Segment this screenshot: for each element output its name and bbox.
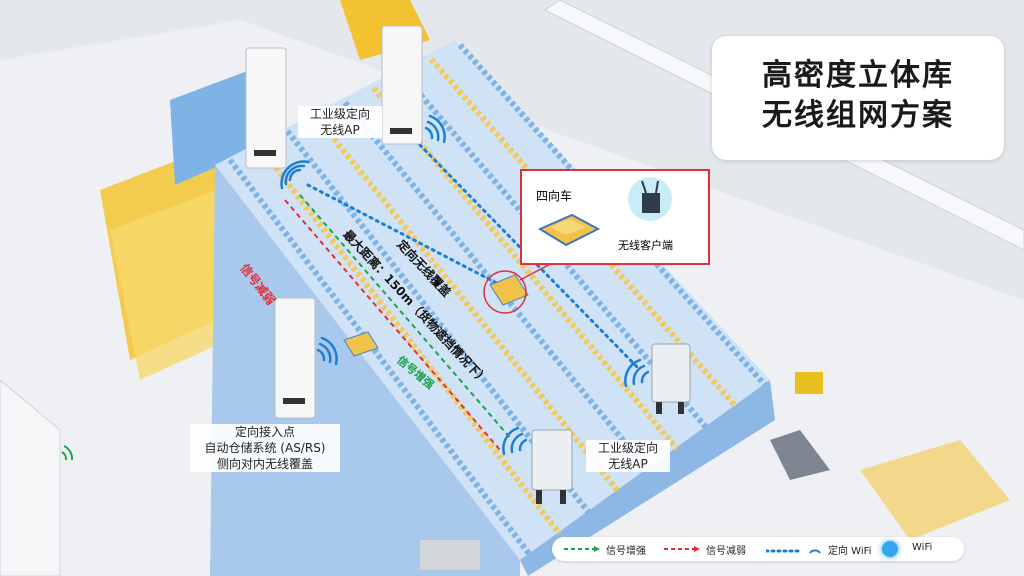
vehicle-callout: 四向车 无线客户端 [520, 169, 710, 265]
signal-weak-line [284, 199, 501, 451]
shuttle-vehicle-icon [343, 331, 379, 357]
vehicle-highlight-circle [483, 270, 527, 314]
access-point-label-line3: 侧向对内无线覆盖 [216, 457, 313, 471]
legend-weak: 信号减弱 [706, 546, 746, 557]
legend-strong: 信号增强 [606, 546, 646, 557]
wifi-icon [624, 358, 650, 388]
ap-label-top-line2: 无线AP [320, 123, 360, 137]
rack-row [457, 42, 768, 388]
ap-label-top: 工业级定向 无线AP [298, 106, 382, 138]
ap-label-bottom-line1: 工业级定向 [597, 441, 658, 455]
legend-directional: 定向 WiFi [828, 546, 872, 557]
agv-right [795, 372, 823, 394]
router-icon [641, 180, 660, 213]
legend-directional-swatch [766, 549, 821, 554]
legend-weak-swatch [664, 546, 700, 552]
title-line-2: 无线组网方案 [762, 98, 954, 133]
shuttle-vehicle-icon [537, 213, 601, 247]
rack-row [285, 129, 592, 515]
ap-panel-icon [245, 47, 287, 169]
ap-label-bottom: 工业级定向 无线AP [586, 440, 670, 472]
client-label: 无线客户端 [618, 239, 673, 252]
legend-strong-swatch [564, 546, 600, 552]
access-point-label-line2: 自动仓储系统 (AS/RS) [204, 441, 326, 455]
wifi-icon [424, 114, 446, 144]
ap-box-icon [531, 429, 573, 504]
rack-row [371, 86, 680, 451]
legend-wifi-swatch [882, 541, 898, 557]
ap-label-bottom-line2: 无线AP [608, 457, 648, 471]
legend: 信号增强 信号减弱 定向 WiFi WiFi [552, 537, 964, 561]
floor-box [420, 540, 480, 570]
rack-row [342, 100, 650, 472]
title-card: 高密度立体库 无线组网方案 [712, 36, 1004, 160]
legend-wifi: WiFi [912, 542, 933, 553]
rack-row [313, 114, 621, 494]
access-point-label-line1: 定向接入点 [234, 425, 295, 439]
wifi-icon [280, 160, 310, 190]
robot-arm [770, 430, 830, 480]
ap-box-icon [651, 343, 691, 414]
wifi-icon [316, 336, 338, 366]
wifi-icon [61, 445, 74, 461]
ap-label-top-line1: 工业级定向 [309, 107, 370, 121]
rack-row [256, 143, 562, 536]
rack-row [227, 158, 533, 557]
cargo-right [860, 440, 1010, 540]
ap-panel-icon [381, 25, 423, 145]
wall-left [0, 379, 61, 576]
vehicle-label: 四向车 [536, 189, 573, 203]
router-glow [628, 177, 672, 221]
ap-panel-icon [274, 297, 316, 419]
rack-block [210, 40, 775, 576]
wifi-icon [502, 426, 528, 456]
directional-wifi-line-mid [306, 183, 512, 292]
access-point-label: 定向接入点 自动仓储系统 (AS/RS) 侧向对内无线覆盖 [190, 424, 340, 472]
rack-rows [227, 42, 768, 557]
title-line-1: 高密度立体库 [762, 58, 954, 93]
shuttle-vehicle-icon [489, 274, 529, 306]
